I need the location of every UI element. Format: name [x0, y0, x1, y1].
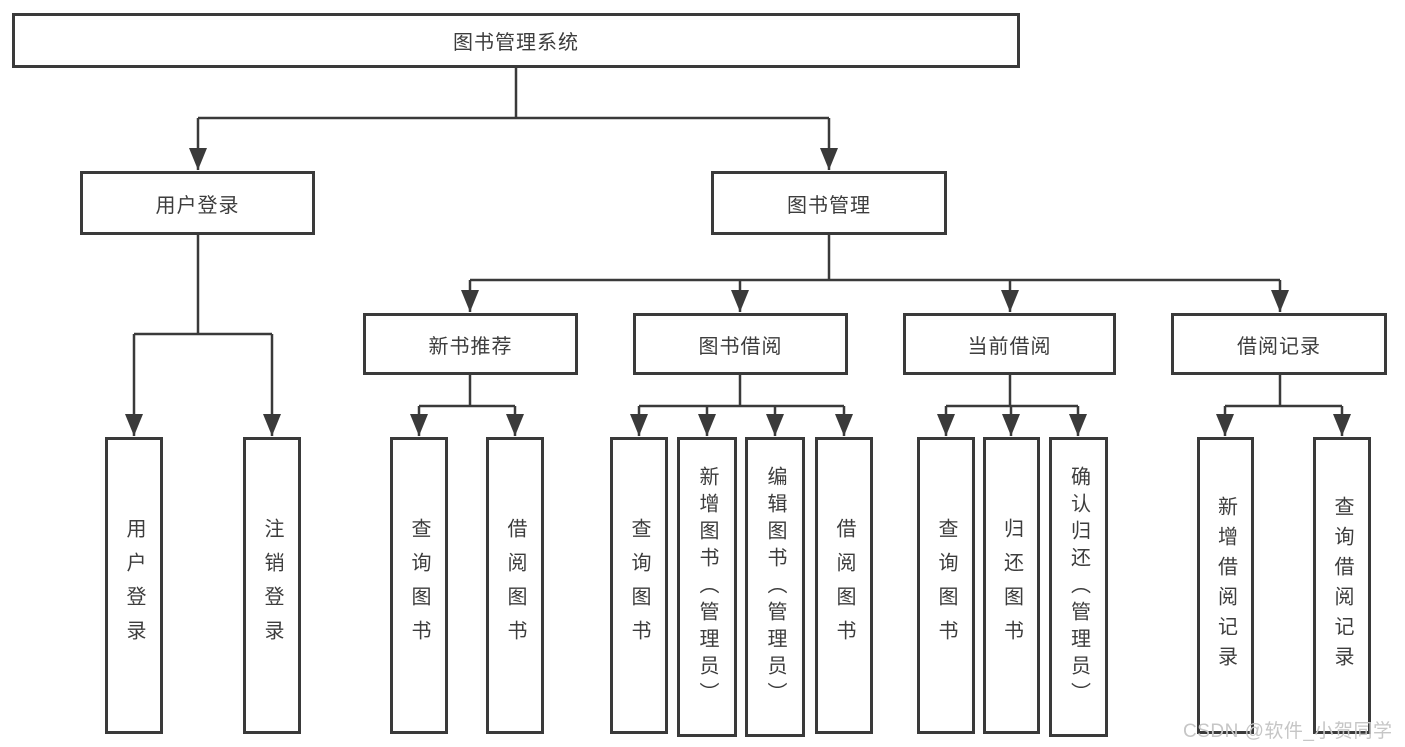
node-borrow-records-label: 借阅记录 [1237, 335, 1321, 358]
connector-book-management-children [461, 235, 1289, 312]
leaf-edit-book-admin-label: 编辑图书（管理员） [764, 465, 786, 709]
leaf-query-books-2-label: 查询图书 [628, 517, 650, 654]
leaf-return-book-label: 归还图书 [1000, 517, 1023, 654]
node-book-management-label: 图书管理 [787, 194, 871, 217]
leaf-add-borrow-record-label: 新增借阅记录 [1214, 495, 1237, 676]
leaf-add-book-admin-label: 新增图书（管理员） [696, 465, 718, 709]
leaf-user-login: 用户登录 [105, 437, 163, 734]
connector-root-to-level2 [189, 68, 838, 170]
connector-borrow-records-children [1216, 375, 1351, 436]
leaf-query-borrow-record: 查询借阅记录 [1313, 437, 1371, 734]
node-user-login: 用户登录 [80, 171, 315, 235]
connector-current-borrow-children [937, 375, 1087, 436]
leaf-query-books-2: 查询图书 [610, 437, 668, 734]
leaf-edit-book-admin: 编辑图书（管理员） [745, 437, 805, 737]
node-user-login-label: 用户登录 [155, 194, 240, 217]
connector-user-login-children [125, 235, 281, 436]
csdn-watermark: CSDN @软件_小贺同学 [1183, 721, 1393, 742]
node-book-system: 图书管理系统 [12, 13, 1020, 68]
node-new-book-recommend: 新书推荐 [363, 313, 578, 375]
connector-new-book-recommend-children [410, 375, 524, 436]
leaf-borrow-books-1: 借阅图书 [486, 437, 544, 734]
node-borrow-records: 借阅记录 [1171, 313, 1387, 375]
node-book-system-label: 图书管理系统 [453, 32, 579, 54]
leaf-logout-label: 注销登录 [261, 517, 283, 654]
leaf-add-book-admin: 新增图书（管理员） [677, 437, 737, 737]
leaf-confirm-return-admin: 确认归还（管理员） [1049, 437, 1108, 737]
node-book-management: 图书管理 [711, 171, 947, 235]
node-book-borrow-label: 图书借阅 [698, 335, 783, 358]
leaf-query-books-3-label: 查询图书 [935, 517, 957, 654]
node-current-borrow-label: 当前借阅 [967, 335, 1052, 358]
node-current-borrow: 当前借阅 [903, 313, 1116, 375]
leaf-confirm-return-admin-label: 确认归还（管理员） [1067, 465, 1090, 709]
leaf-return-book: 归还图书 [983, 437, 1040, 734]
leaf-query-books-3: 查询图书 [917, 437, 975, 734]
node-new-book-recommend-label: 新书推荐 [428, 335, 513, 358]
leaf-add-borrow-record: 新增借阅记录 [1197, 437, 1254, 734]
leaf-query-books-1-label: 查询图书 [408, 517, 430, 654]
leaf-borrow-books-2-label: 借阅图书 [833, 517, 855, 654]
leaf-query-borrow-record-label: 查询借阅记录 [1331, 495, 1353, 676]
leaf-query-books-1: 查询图书 [390, 437, 448, 734]
connector-book-borrow-children [630, 375, 853, 436]
leaf-borrow-books-2: 借阅图书 [815, 437, 873, 734]
leaf-logout: 注销登录 [243, 437, 301, 734]
leaf-user-login-label: 用户登录 [123, 517, 145, 654]
leaf-borrow-books-1-label: 借阅图书 [504, 517, 526, 654]
node-book-borrow: 图书借阅 [633, 313, 848, 375]
